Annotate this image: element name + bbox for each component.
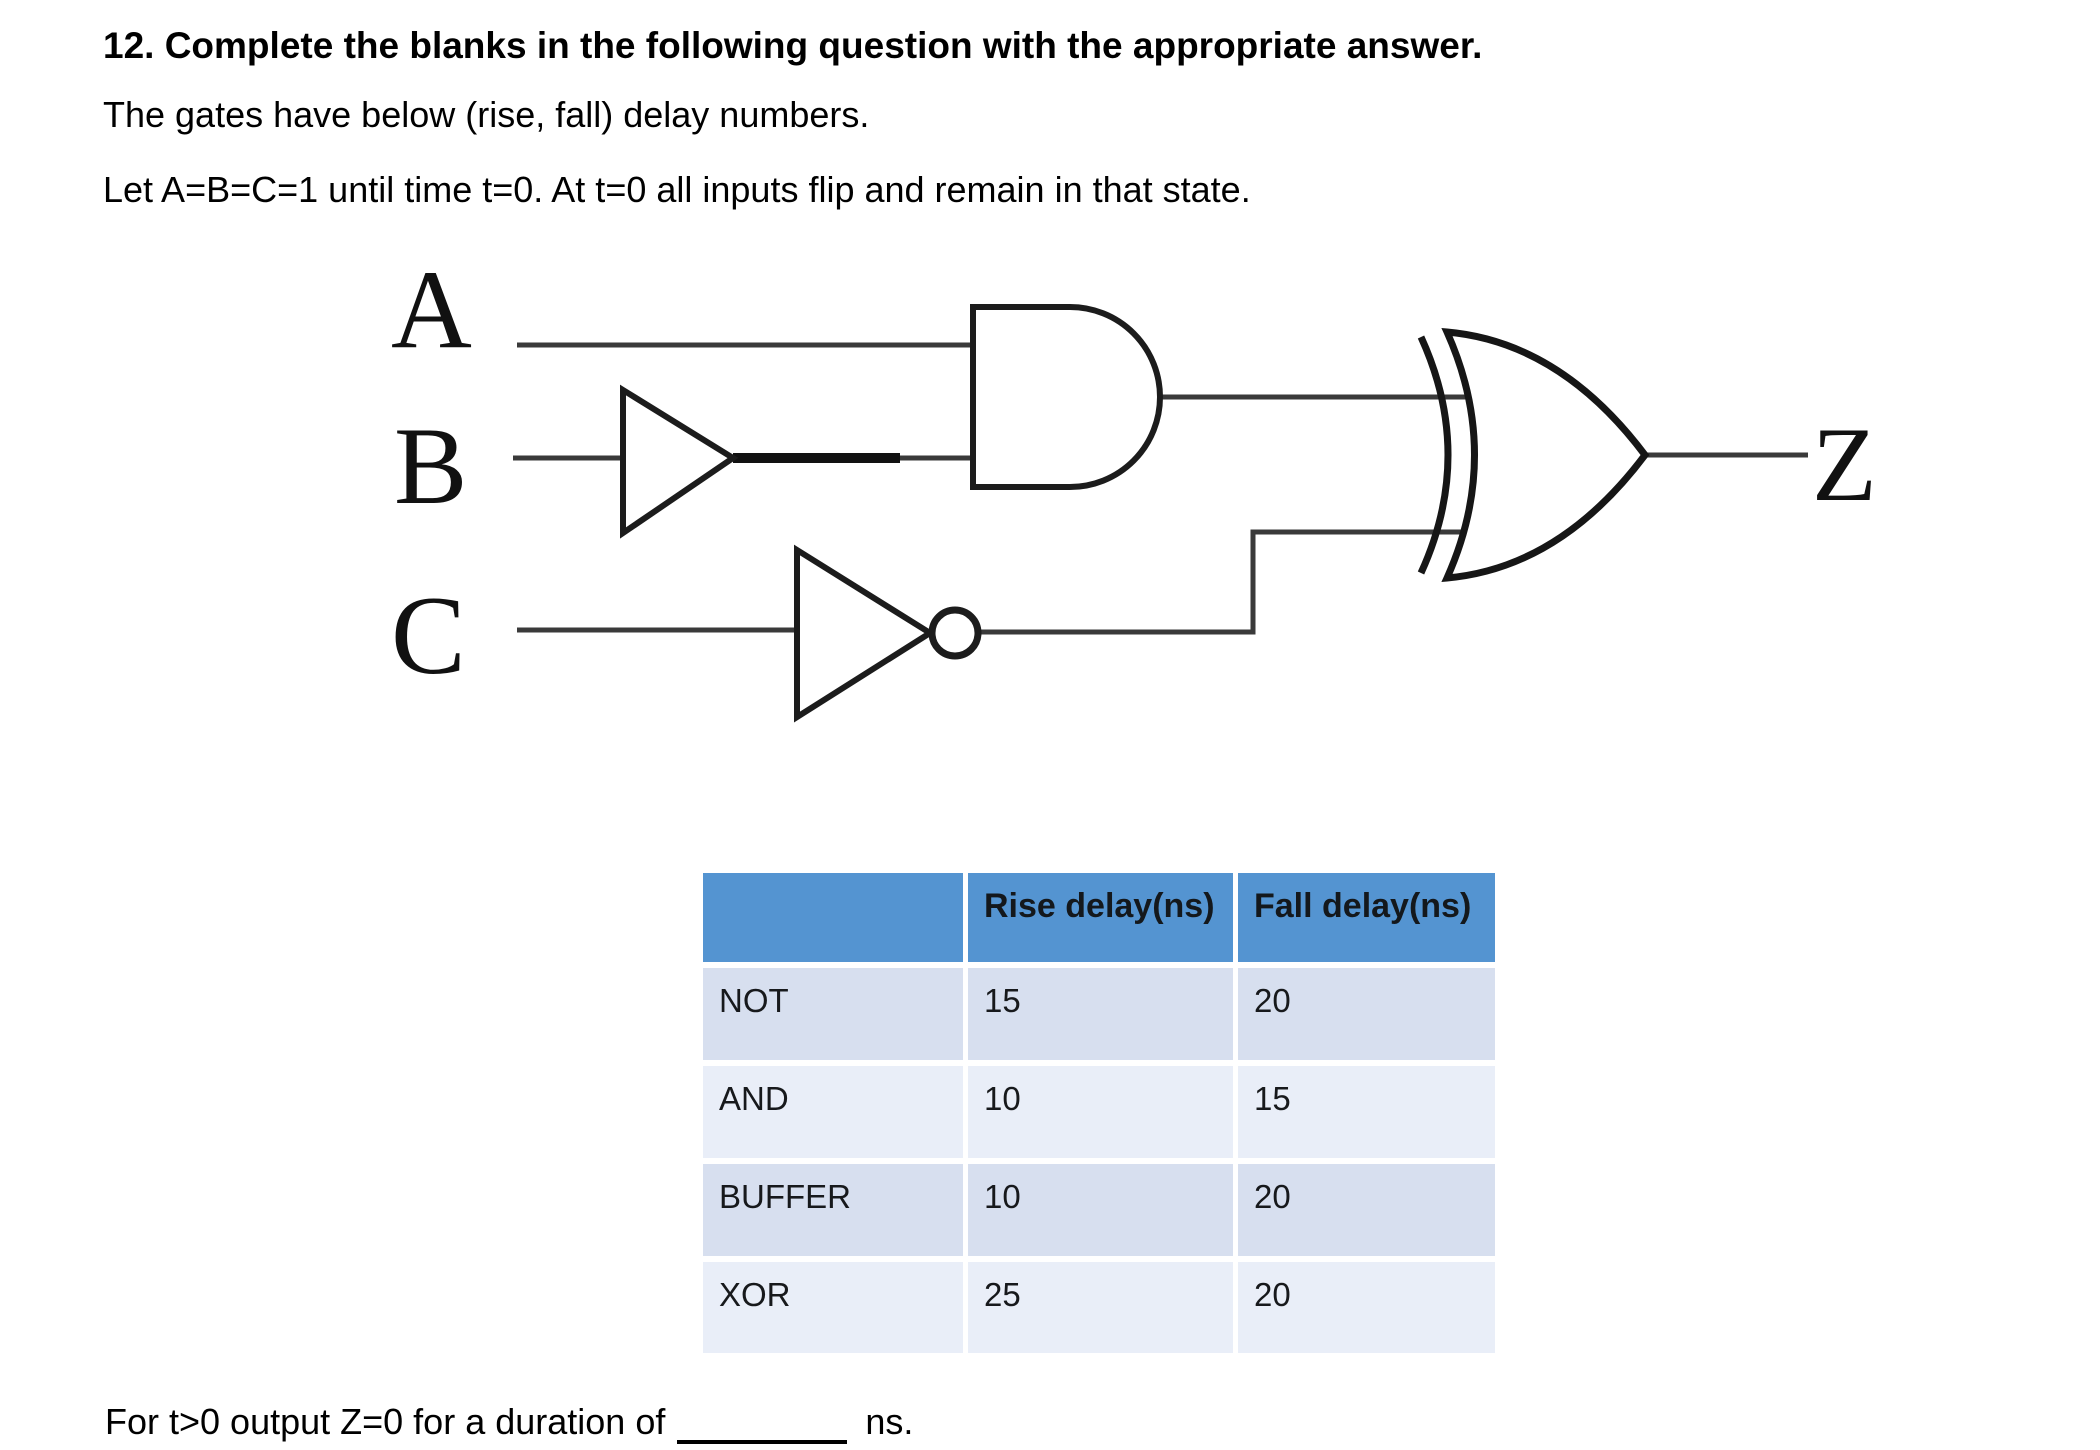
answer-line-suffix: ns. — [865, 1401, 914, 1442]
table-row-and-fall: 15 — [1238, 1066, 1495, 1158]
table-row-buffer-fall: 20 — [1238, 1164, 1495, 1256]
circuit-labels: A B C Z — [391, 248, 1877, 698]
label-output-z: Z — [1812, 406, 1877, 523]
xor-gate-body — [1441, 327, 1650, 583]
table-row-xor-rise: 25 — [968, 1262, 1233, 1353]
answer-line-prefix: For t>0 output Z=0 for a duration of — [105, 1401, 666, 1442]
answer-blank-underline — [677, 1404, 848, 1444]
question-intro-line-1: The gates have below (rise, fall) delay … — [103, 94, 870, 135]
label-input-b: B — [394, 405, 467, 527]
table-row-buffer-gate: BUFFER — [703, 1164, 963, 1256]
label-input-a: A — [391, 248, 472, 372]
table-row-not-rise: 15 — [968, 968, 1233, 1060]
wires — [513, 342, 1808, 635]
and-gate — [970, 304, 1163, 490]
label-input-c: C — [391, 574, 466, 698]
table-row-not-fall: 20 — [1238, 968, 1495, 1060]
table-row-buffer-rise: 10 — [968, 1164, 1233, 1256]
question-intro-line-2: Let A=B=C=1 until time t=0. At t=0 all i… — [103, 169, 1251, 210]
table-row-and-gate: AND — [703, 1066, 963, 1158]
delay-table-corner-cell — [703, 873, 963, 962]
delay-table-header-fall: Fall delay(ns) — [1238, 873, 1495, 962]
table-row-not-gate: NOT — [703, 968, 963, 1060]
answer-line: For t>0 output Z=0 for a duration of ns. — [105, 1400, 913, 1444]
not-gate — [794, 544, 936, 723]
xor-gate-input-arc — [1417, 335, 1452, 575]
wire-not-to-xor — [979, 529, 1472, 635]
table-row-xor-fall: 20 — [1238, 1262, 1495, 1353]
not-gate-bubble — [928, 606, 982, 660]
delay-table-header-rise: Rise delay(ns) — [968, 873, 1233, 962]
buffer-gate — [620, 384, 739, 539]
delay-table: Rise delay(ns) Fall delay(ns) NOT 15 20 … — [703, 873, 1495, 1353]
table-row-xor-gate: XOR — [703, 1262, 963, 1353]
table-row-and-rise: 10 — [968, 1066, 1233, 1158]
question-title: 12. Complete the blanks in the following… — [103, 25, 1483, 66]
